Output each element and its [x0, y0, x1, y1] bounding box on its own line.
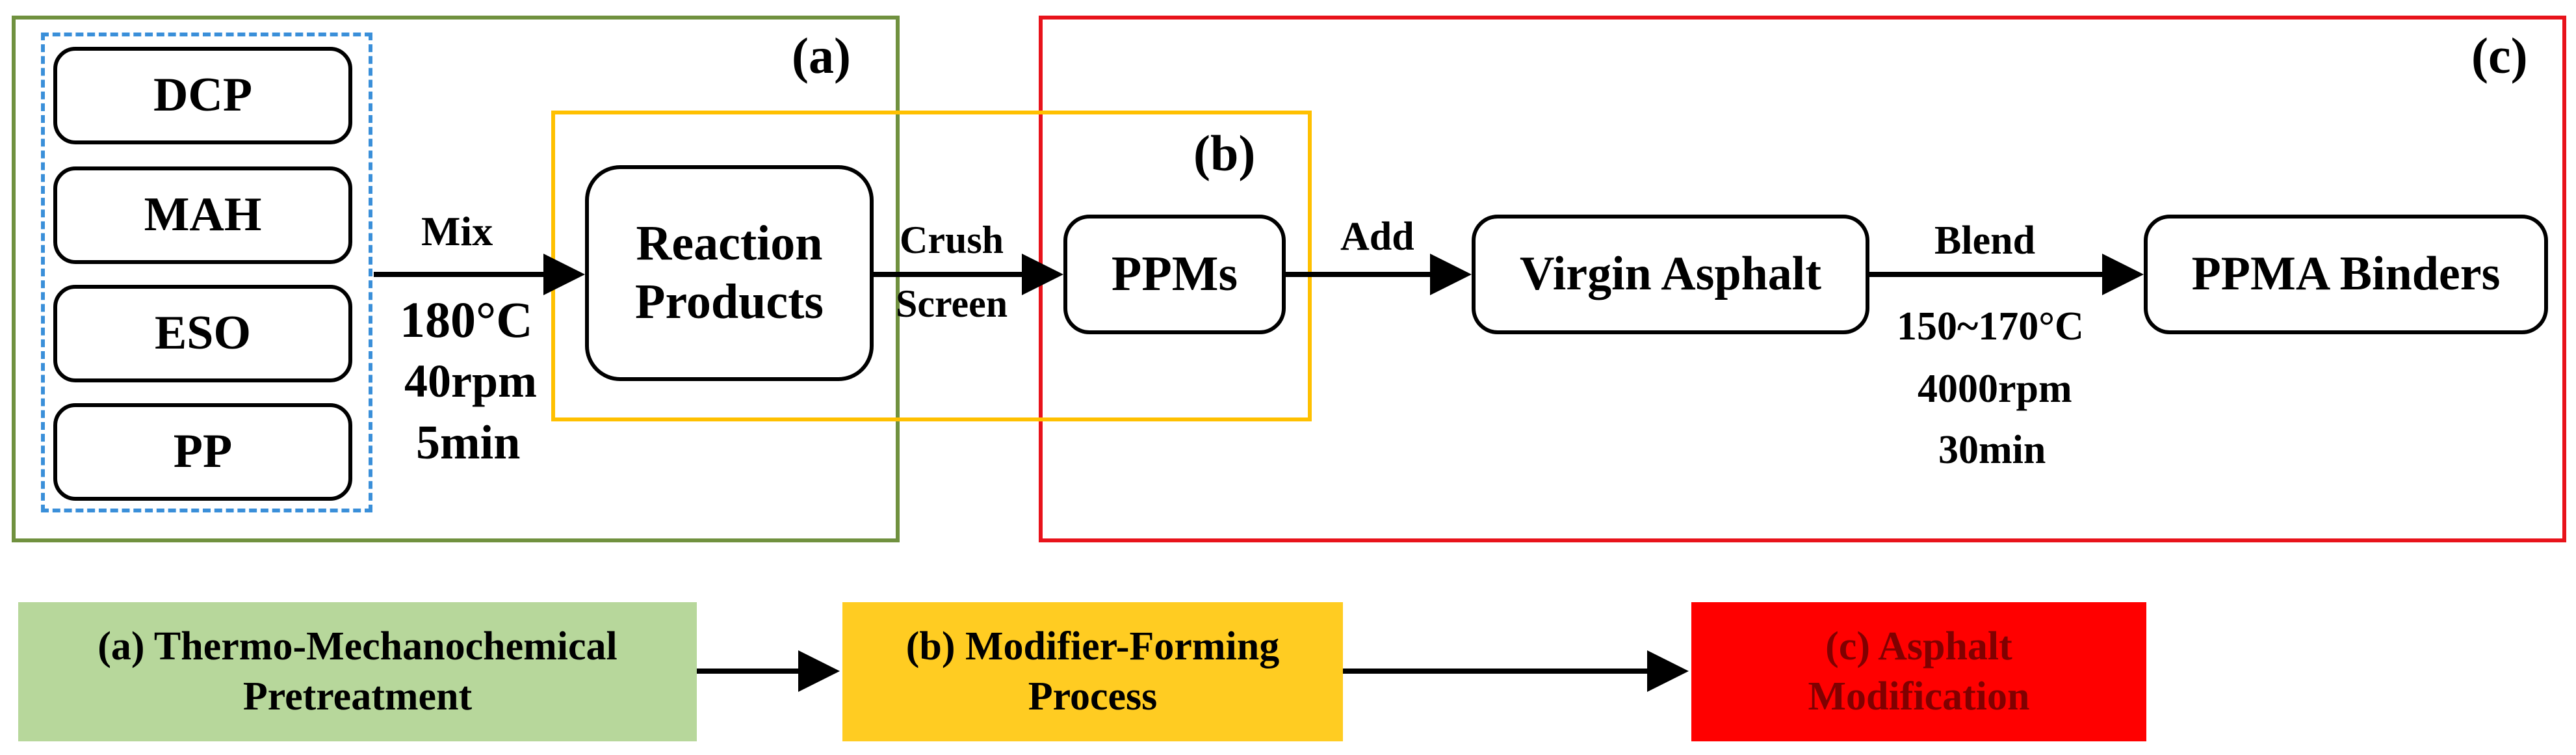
reaction-products-label: Reaction Products [635, 216, 824, 329]
mix-label: Mix [421, 208, 493, 254]
section-c-label: (c) [2471, 27, 2528, 84]
mix-temperature: 180°C [400, 291, 533, 348]
mix-speed: 40rpm [404, 355, 537, 407]
inputs-dashed-group [41, 33, 372, 512]
ppms-box: PPMs [1063, 215, 1286, 334]
screen-label: Screen [896, 282, 1008, 325]
ppma-binders-box: PPMA Binders [2144, 215, 2548, 334]
crush-label: Crush [900, 219, 1004, 261]
input-box-eso: ESO [53, 285, 352, 382]
input-box-pp: PP [53, 403, 352, 501]
mix-time: 5min [416, 416, 521, 470]
blend-speed: 4000rpm [1918, 367, 2072, 411]
section-b-label: (b) [1193, 125, 1256, 181]
legend-box-c: (c) Asphalt Modification [1691, 602, 2146, 741]
add-label: Add [1340, 215, 1414, 259]
blend-temperature: 150~170°C [1897, 304, 2084, 349]
blend-label: Blend [1934, 219, 2036, 263]
virgin-asphalt-box: Virgin Asphalt [1472, 215, 1869, 334]
legend-label-b: (b) Modifier-Forming Process [905, 624, 1280, 719]
input-box-dcp: DCP [53, 47, 352, 144]
section-a-label: (a) [792, 27, 851, 84]
input-box-mah: MAH [53, 166, 352, 264]
section-a-frame [12, 16, 900, 542]
reaction-products-box: Reaction Products [585, 165, 874, 381]
legend-label-c: (c) Asphalt Modification [1808, 624, 2030, 719]
legend-box-b: (b) Modifier-Forming Process [842, 602, 1343, 741]
blend-time: 30min [1938, 428, 2046, 472]
legend-box-a: (a) Thermo-Mechanochemical Pretreatment [18, 602, 697, 741]
legend-label-a: (a) Thermo-Mechanochemical Pretreatment [98, 624, 618, 719]
